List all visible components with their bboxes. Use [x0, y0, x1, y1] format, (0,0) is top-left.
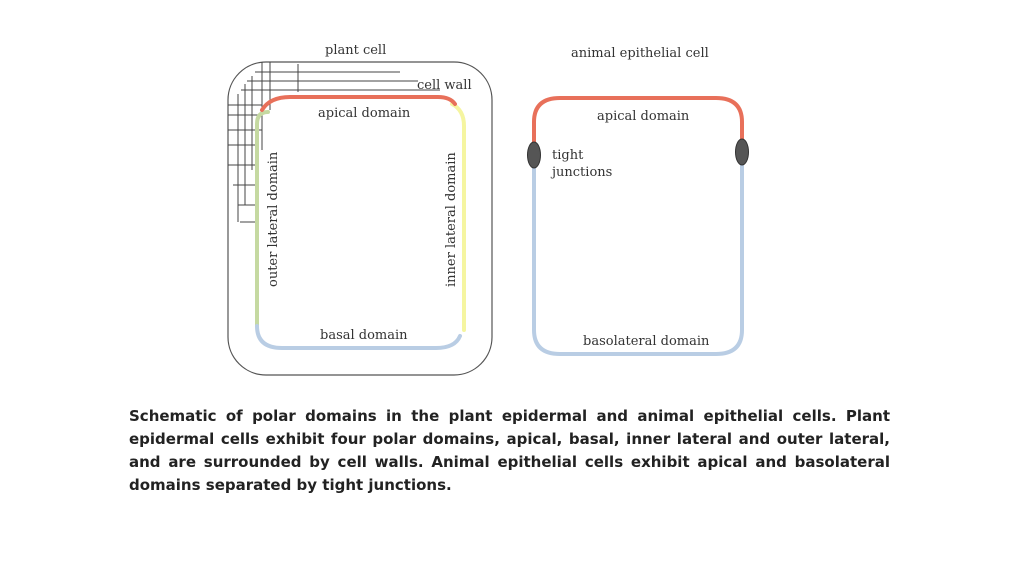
animal-basolateral-domain [532, 163, 744, 356]
cell-wall-layers [228, 62, 440, 223]
tight-junctions-label-line1: tight [552, 148, 584, 163]
plant-outer-lateral-domain [255, 110, 270, 328]
cell-wall-label: cell wall [417, 78, 472, 93]
plant-basal-label: basal domain [320, 328, 408, 343]
tight-junctions-label-line2: junctions [550, 165, 612, 180]
plant-cell-wall-outline [227, 61, 493, 376]
animal-apical-label: apical domain [597, 109, 690, 124]
animal-basolateral-label: basolateral domain [583, 334, 710, 349]
polar-domains-diagram: plant cell cell wall apical domain basal… [227, 43, 749, 376]
figure-caption: Schematic of polar domains in the plant … [129, 407, 890, 494]
plant-apical-domain [260, 95, 457, 112]
animal-apical-domain [532, 96, 744, 145]
plant-basal-domain [255, 324, 462, 350]
tight-junction-left [527, 141, 541, 169]
plant-cell-title: plant cell [325, 43, 386, 58]
inner-lateral-label: inner lateral domain [444, 152, 459, 287]
tight-junction-right [735, 138, 749, 166]
outer-lateral-label: outer lateral domain [266, 151, 281, 287]
animal-cell-title: animal epithelial cell [571, 46, 709, 61]
plant-apical-label: apical domain [318, 106, 411, 121]
